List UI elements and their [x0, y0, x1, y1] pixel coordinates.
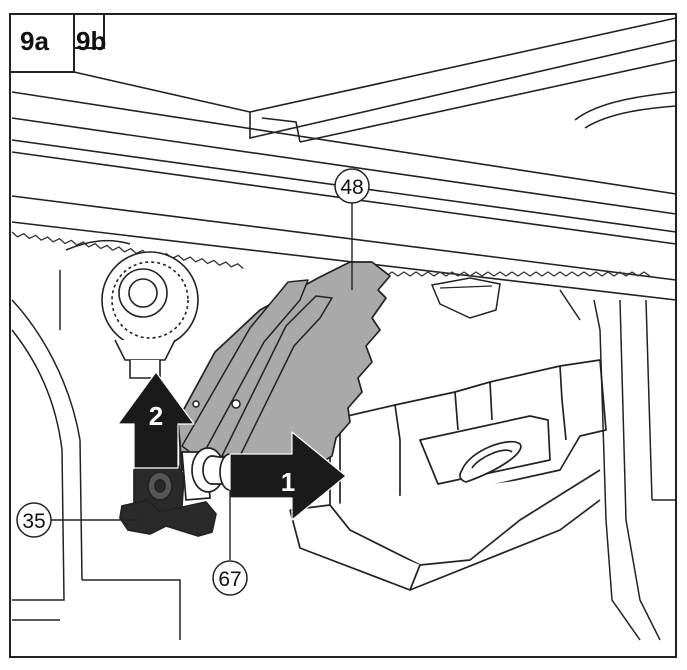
arrow-2 [117, 371, 195, 469]
figure-label-tab: 9a 9b [9, 13, 106, 73]
serrated-edge [11, 231, 244, 270]
motor-hub [101, 251, 199, 379]
blade-ribs [179, 279, 333, 470]
callout-48-text: 48 [340, 176, 363, 199]
callout-35: 35 [16, 502, 140, 538]
figure-label-9a: 9a [20, 26, 49, 56]
carriage-bracket [289, 359, 607, 591]
arrow-1-label: 1 [281, 467, 295, 497]
callout-48: 48 [334, 168, 370, 290]
housing [11, 239, 181, 640]
arrow-2-label: 2 [149, 401, 163, 431]
callout-35-text: 35 [22, 510, 45, 533]
callout-67: 67 [212, 490, 248, 596]
arrow-1 [229, 431, 347, 521]
callout-67-text: 67 [218, 568, 241, 591]
serrated-edge-right [379, 271, 651, 277]
figure-label-9b: 9b [76, 26, 106, 56]
right-frame-post [559, 289, 676, 641]
